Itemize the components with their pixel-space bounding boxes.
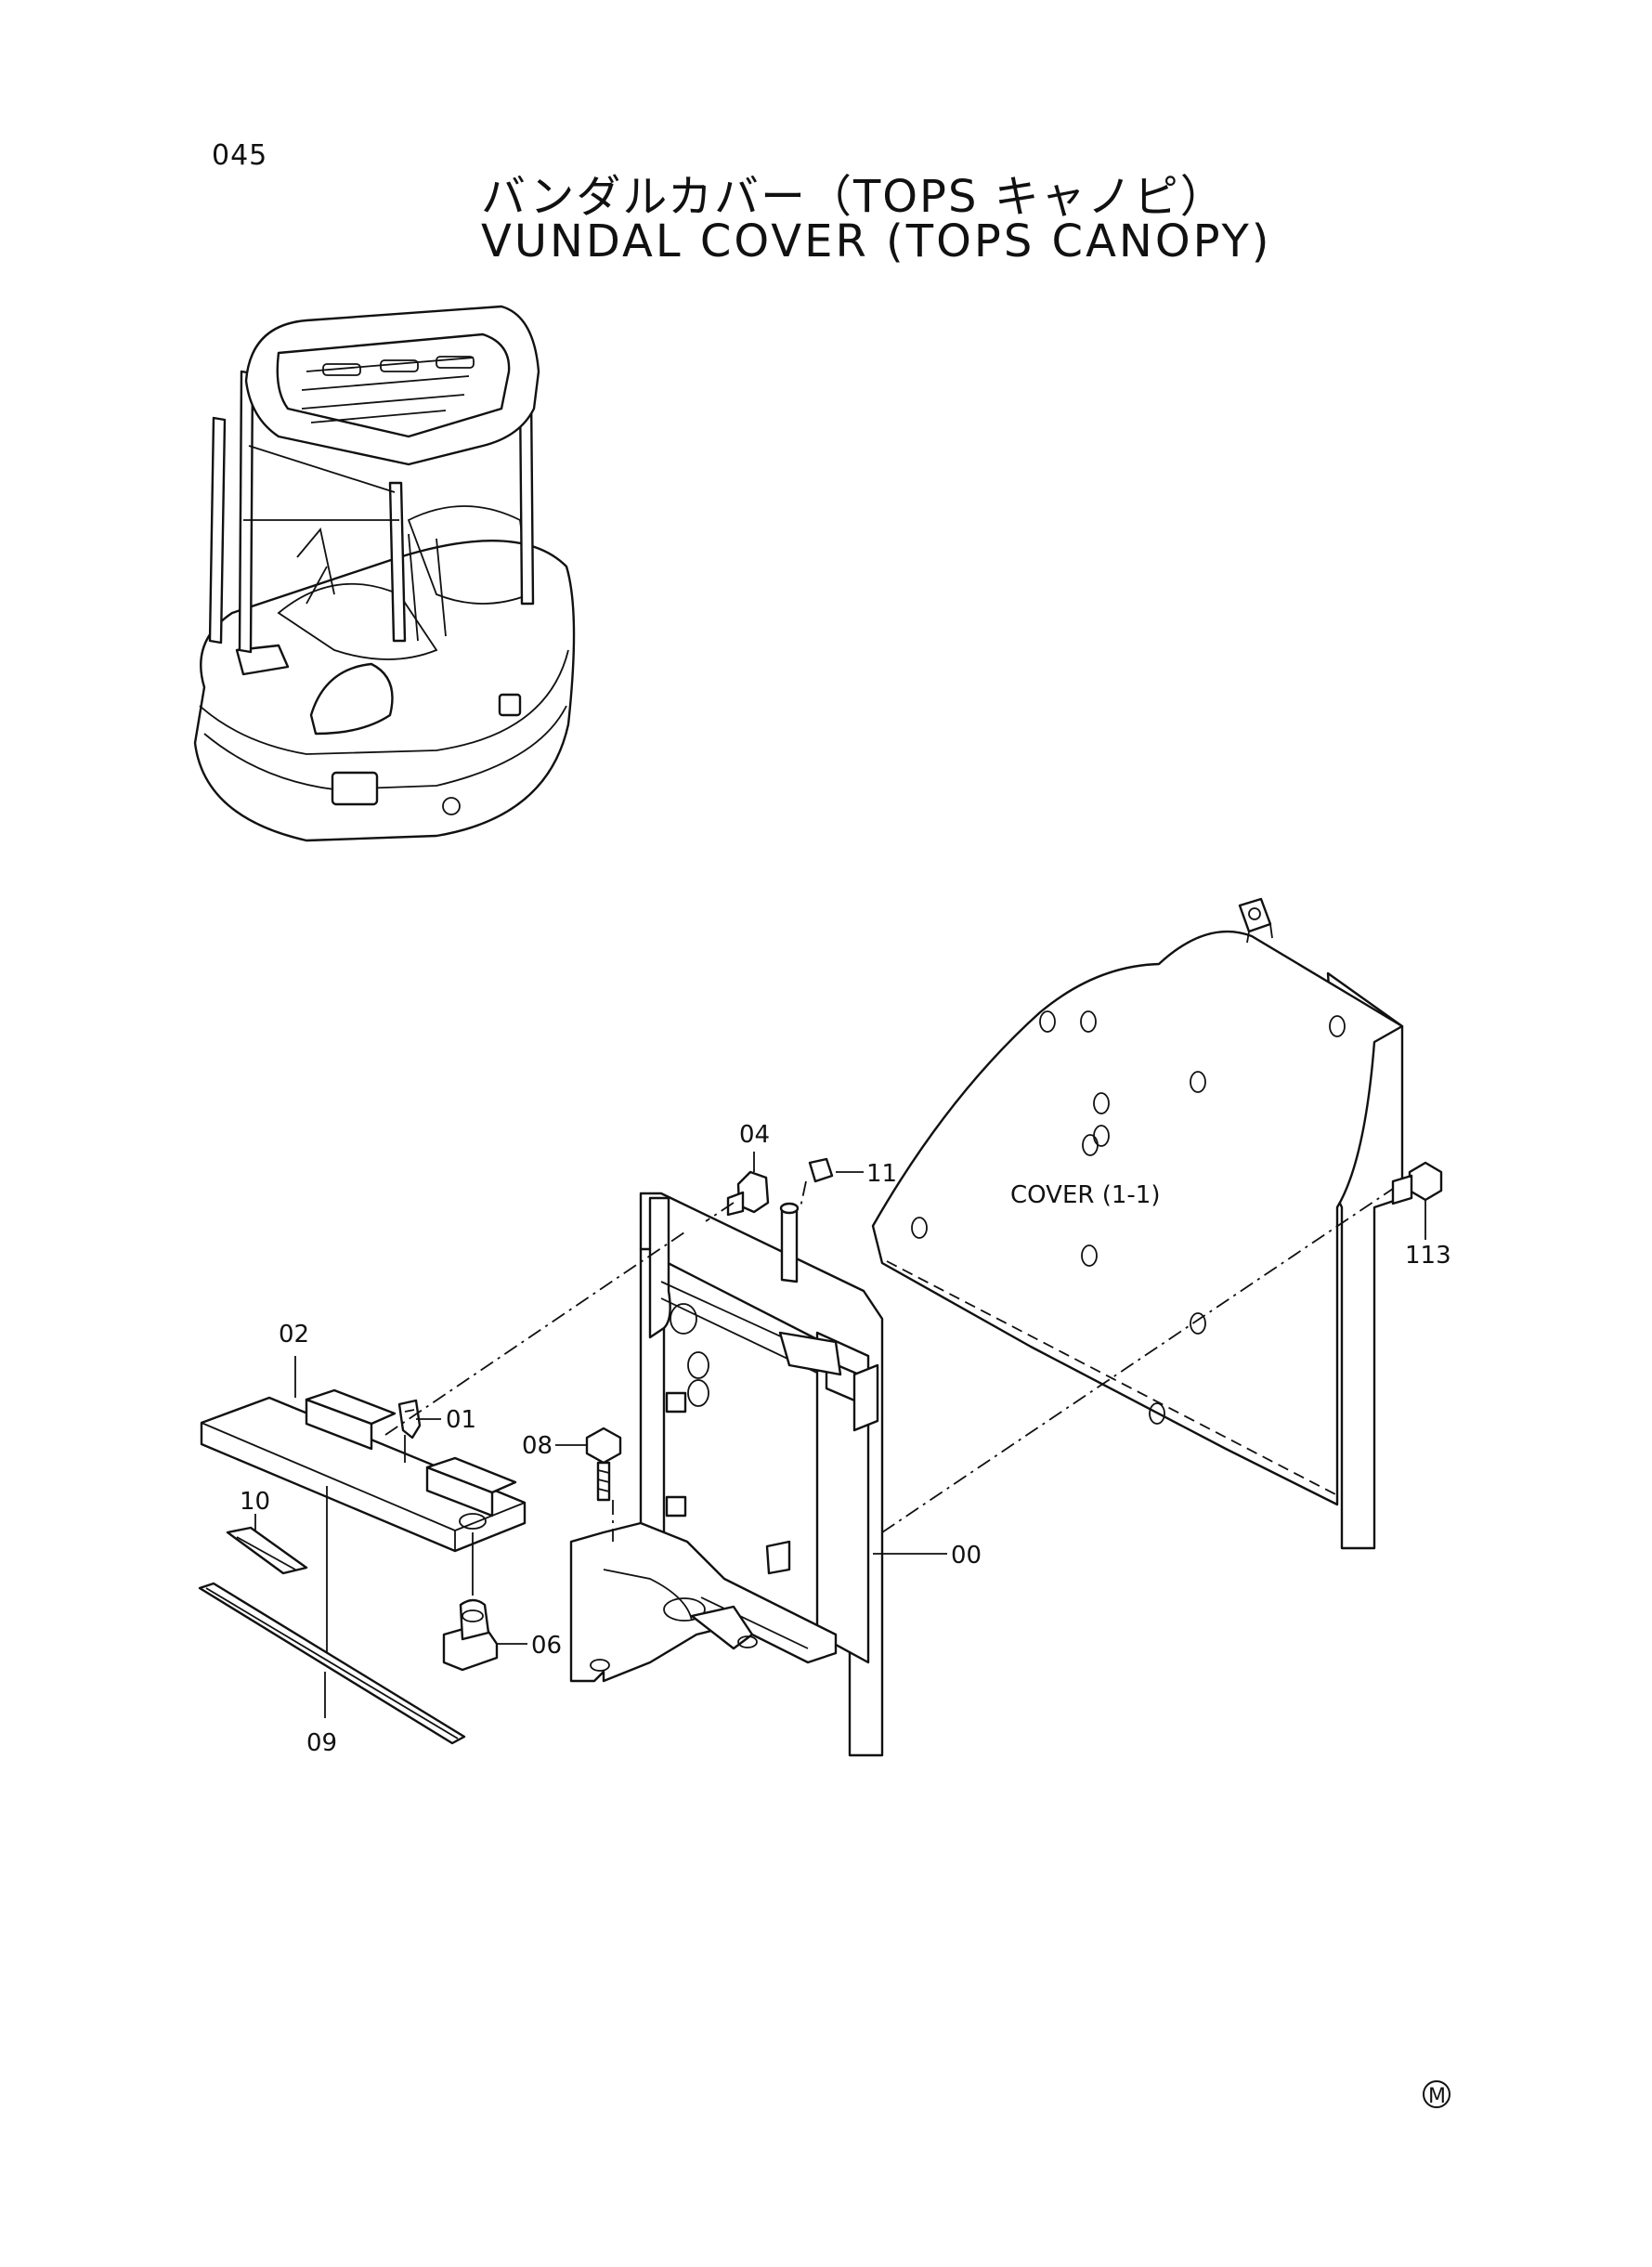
small-parts [198,1157,1443,1745]
label-09: 09 [306,1729,337,1757]
page-number: 045 [212,139,268,172]
label-06: 06 [531,1632,562,1660]
title-japanese: バンダルカバー（TOPS キャノピ） [481,171,1227,223]
bar-part-02 [200,1388,527,1553]
title-english: VUNDAL COVER (TOPS CANOPY) [481,215,1272,267]
bracket-frame [569,1192,884,1757]
cover-label: COVER (1-1) [1010,1181,1160,1209]
corner-mark: M [1423,2080,1450,2108]
assembly-lines [326,1180,1394,1653]
label-10: 10 [240,1488,270,1516]
label-04: 04 [739,1121,770,1149]
label-08: 08 [522,1432,553,1460]
corner-mark-letter: M [1428,2085,1446,2108]
machine-overview-illustration [193,305,576,842]
label-02: 02 [279,1321,309,1348]
label-00: 00 [951,1542,982,1570]
label-113: 113 [1405,1242,1451,1270]
label-leaders [254,1152,1426,1718]
cover-panel [871,897,1404,1550]
label-01: 01 [446,1406,476,1434]
label-11: 11 [866,1160,897,1188]
